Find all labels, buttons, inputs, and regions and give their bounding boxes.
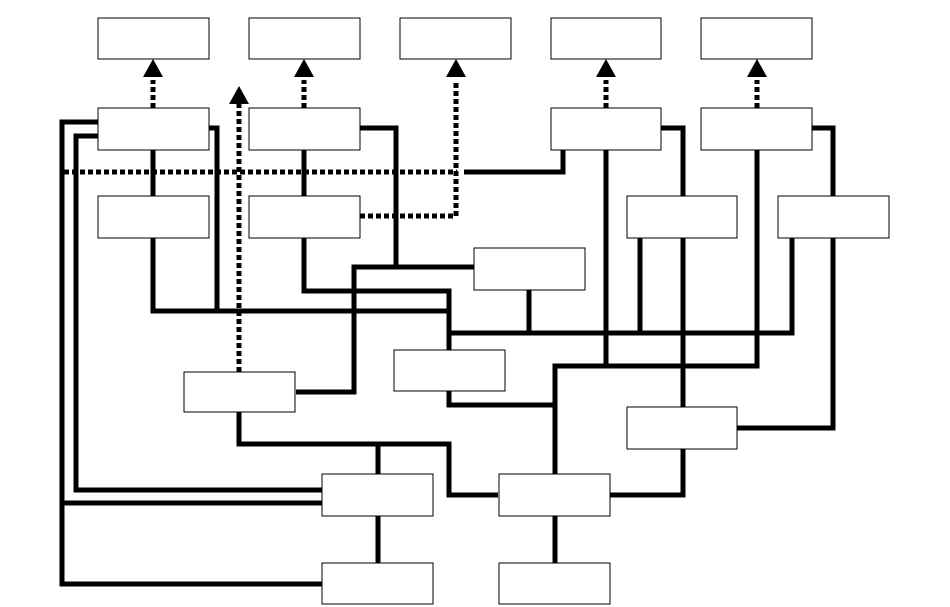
connector-line: [660, 125, 686, 407]
box-right-lower: [626, 406, 738, 450]
connector-line: [610, 449, 686, 498]
connector-line: [73, 133, 322, 493]
connector-line: [236, 412, 498, 498]
box-mid-left: [183, 371, 296, 413]
box-top-4: [550, 17, 662, 60]
box-top-1: [97, 17, 210, 60]
arrowheads: [143, 59, 767, 104]
box-low-right: [498, 473, 611, 517]
connector-line: [737, 125, 836, 431]
arrow-up-icon: [229, 86, 249, 104]
arrow-up-icon: [143, 59, 163, 77]
box-row3-3: [626, 195, 738, 239]
arrow-up-icon: [596, 59, 616, 77]
box-mid-right: [473, 247, 586, 291]
box-row2-2: [248, 107, 361, 151]
arrow-up-icon: [446, 59, 466, 77]
dashed-connector: [360, 80, 459, 219]
dashed-connector-lines: [64, 80, 760, 372]
arrow-up-icon: [294, 59, 314, 77]
box-row2-1: [97, 107, 210, 151]
box-top-5: [700, 17, 813, 60]
connector-line: [552, 150, 760, 474]
box-row2-4: [700, 107, 813, 151]
connector-line: [449, 238, 795, 336]
box-row3-1: [97, 195, 210, 239]
box-top-3: [399, 17, 512, 60]
connector-line: [296, 264, 396, 395]
connector-line: [360, 125, 474, 270]
connector-line: [301, 238, 553, 408]
connector-line: [209, 125, 220, 311]
diagram-boxes: [97, 17, 890, 605]
connector-line: [464, 150, 566, 175]
connector-line: [59, 119, 322, 587]
box-bottom-left: [321, 562, 434, 605]
box-bottom-right: [498, 562, 611, 605]
box-mid-center: [393, 349, 506, 392]
connector-line: [150, 238, 449, 314]
arrow-up-icon: [747, 59, 767, 77]
box-low-left: [321, 473, 434, 517]
box-row2-3: [550, 107, 662, 151]
connector-lines: [59, 119, 836, 587]
box-row3-4: [777, 195, 890, 239]
box-row3-2: [248, 195, 361, 239]
box-top-2: [248, 17, 361, 60]
